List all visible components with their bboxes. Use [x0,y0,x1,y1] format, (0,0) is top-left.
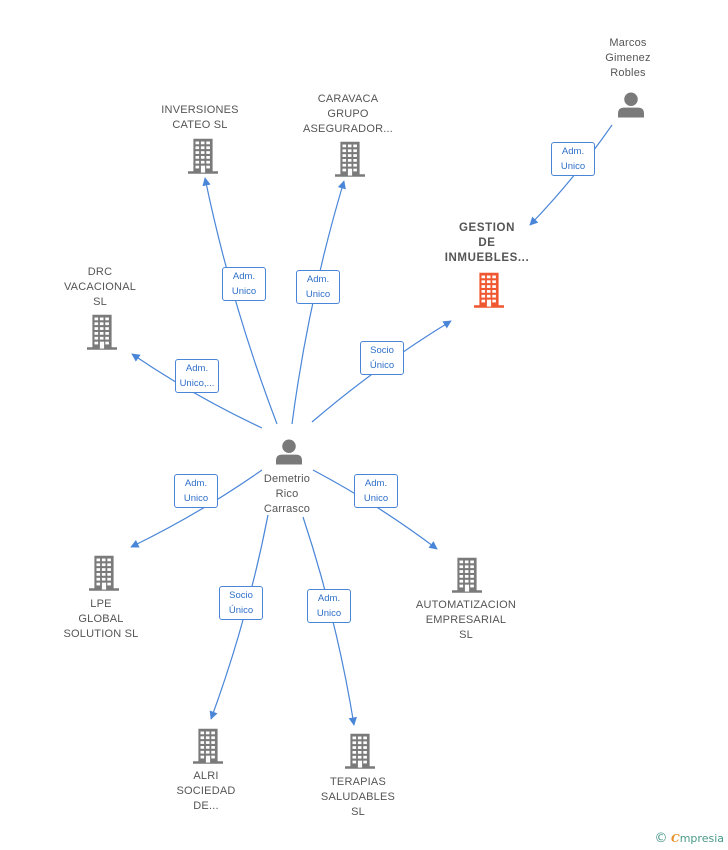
edge-label-line: Unico [316,608,342,619]
node-label-gestion[interactable]: GESTION DE INMUEBLES... [417,221,557,266]
node-label-line: AUTOMATIZACION [415,599,517,611]
edge-label-line: Adm. [185,363,209,374]
marcos-person-icon[interactable] [618,92,644,118]
node-label-line: SALUDABLES [320,791,396,803]
edge-label-line: Único [369,360,395,371]
edge-label-line: Adm. [561,146,585,157]
node-label-line: Rico [275,488,299,500]
node-label-alri[interactable]: ALRI SOCIEDAD DE... [136,769,276,814]
brand-logo-letter: C [670,832,680,845]
gestion-building-icon[interactable] [474,272,504,308]
edge-label-demetrio-automatizacion[interactable]: Adm. Unico [354,474,398,508]
automatizacion-building-icon[interactable] [452,557,482,593]
terapias-building-icon[interactable] [345,733,375,769]
edge-label-line: Unico [560,161,586,172]
edge-label-line: Unico [363,493,389,504]
edge-label-demetrio-drc[interactable]: Adm. Unico,... [175,359,219,393]
edge-label-line: Adm. [232,271,256,282]
node-label-line: ALRI [193,770,219,782]
node-label-line: EMPRESARIAL [425,614,507,626]
node-label-line: GESTION [459,222,515,234]
edge-label-line: Unico [231,286,257,297]
node-label-line: Carrasco [263,503,311,515]
edge-demetrio-drc [131,353,263,429]
node-label-inversiones[interactable]: INVERSIONES CATEO SL [130,103,270,133]
edge-label-line: Unico,... [179,378,215,389]
node-label-line: Robles [610,67,646,79]
edge-label-line: Adm. [317,593,341,604]
node-label-line: GLOBAL [78,613,124,625]
edge-label-line: Adm. [306,274,330,285]
edge-label-line: Socio [229,590,253,601]
edge-demetrio-lpe [130,469,263,548]
caravaca-building-icon[interactable] [335,141,365,177]
node-label-line: DRC [87,266,113,278]
node-label-line: DE [478,237,496,249]
brand-name: mpresia [679,832,724,845]
node-label-line: SL [93,296,107,308]
lpe-building-icon[interactable] [89,555,119,591]
node-label-line: GRUPO [327,108,369,120]
brand-footer[interactable]: © Cmpresia [654,831,724,846]
node-label-line: SOCIEDAD [176,785,236,797]
edge-label-line: Adm. [364,478,388,489]
node-label-line: SOLUTION SL [63,628,139,640]
edge-label-demetrio-caravaca[interactable]: Adm. Unico [296,270,340,304]
node-label-line: DE... [193,800,219,812]
edge-label-demetrio-inversiones[interactable]: Adm. Unico [222,267,266,301]
node-label-automatizacion[interactable]: AUTOMATIZACION EMPRESARIAL SL [396,598,536,643]
node-label-line: INMUEBLES... [444,252,530,264]
copyright-icon: © [654,831,668,846]
node-label-line: Gimenez [605,52,651,64]
edge-label-line: Único [228,605,254,616]
node-label-drc[interactable]: DRC VACACIONAL SL [30,265,170,310]
node-label-caravaca[interactable]: CARAVACA GRUPO ASEGURADOR... [278,92,418,137]
edge-label-line: Socio [370,345,394,356]
node-label-line: VACACIONAL [63,281,137,293]
edge-label-line: Unico [305,289,331,300]
node-label-line: SL [351,806,365,818]
edge-label-demetrio-terapias[interactable]: Adm. Unico [307,589,351,623]
drc-building-icon[interactable] [87,314,117,350]
edge-demetrio-inversiones [202,177,278,425]
node-label-line: SL [459,629,473,641]
demetrio-person-icon[interactable] [276,439,302,465]
edge-marcos-gestion [529,124,613,226]
edge-label-marcos-gestion[interactable]: Adm. Unico [551,142,595,176]
node-label-line: CARAVACA [317,93,379,105]
node-label-line: ASEGURADOR... [302,123,393,135]
edge-label-line: Unico [183,493,209,504]
node-label-line: INVERSIONES [161,104,239,116]
node-label-line: LPE [90,598,112,610]
node-label-line: Demetrio [263,473,311,485]
alri-building-icon[interactable] [193,728,223,764]
node-label-terapias[interactable]: TERAPIAS SALUDABLES SL [288,775,428,820]
edge-label-demetrio-lpe[interactable]: Adm. Unico [174,474,218,508]
node-label-lpe[interactable]: LPE GLOBAL SOLUTION SL [31,597,171,642]
edge-label-line: Adm. [184,478,208,489]
inversiones-building-icon[interactable] [188,138,218,174]
node-label-line: Marcos [609,37,647,49]
node-label-line: CATEO SL [172,119,228,131]
node-label-line: TERAPIAS [329,776,386,788]
